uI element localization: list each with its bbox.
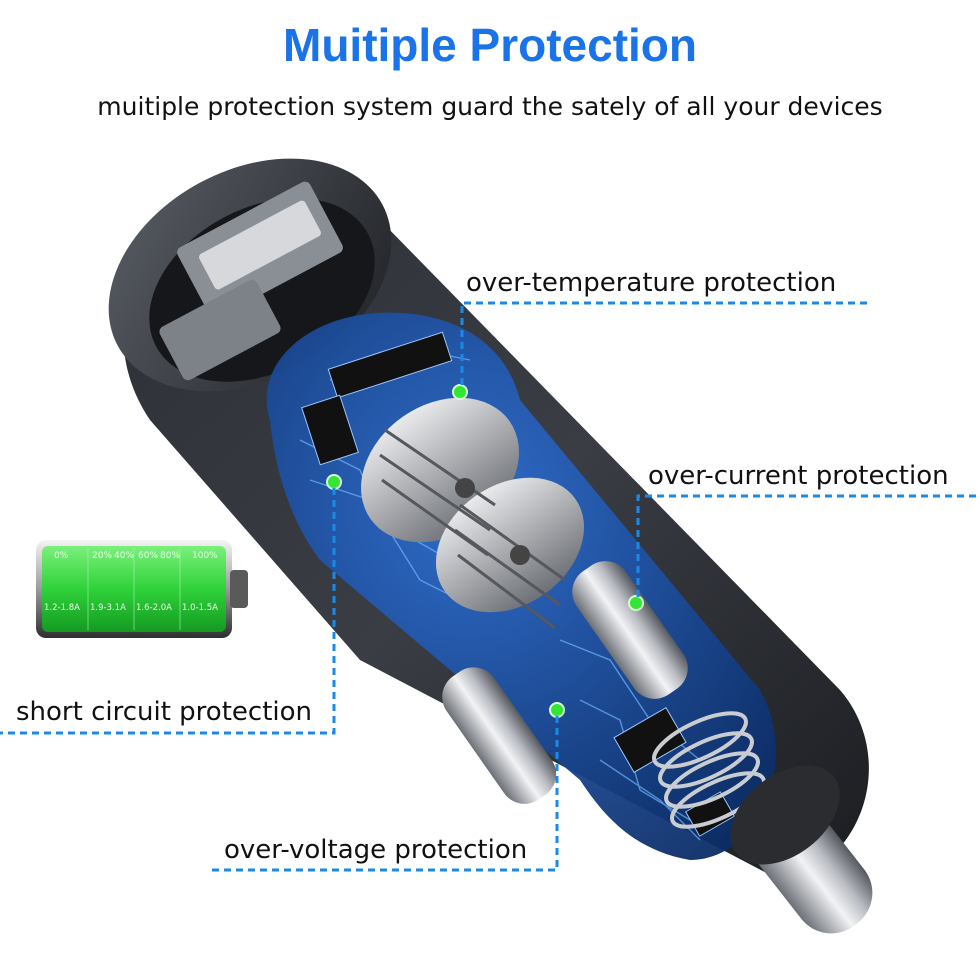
leader-line-over-voltage	[208, 716, 559, 872]
battery-percent-label: 40%	[114, 551, 134, 561]
leader-line-over-current	[636, 494, 978, 597]
battery-percent-label: 0%	[54, 551, 69, 561]
leader-line-over-temperature	[460, 301, 870, 385]
inductor-coils	[361, 397, 585, 630]
battery-graphic: 0% 20%40% 60%80% 100% 1.2-1.8A 1.9-3.1A 1.6-2…	[36, 540, 248, 638]
indicator-dot	[452, 384, 468, 400]
contact-spring	[652, 711, 766, 829]
circuit-board	[266, 312, 776, 861]
indicator-dot	[549, 702, 565, 718]
battery-current-label: 1.0-1.5A	[182, 603, 218, 613]
battery-percent-label: 20%	[92, 551, 112, 561]
battery-current-label: 1.2-1.8A	[44, 603, 80, 613]
leader-line-short-circuit	[0, 488, 336, 735]
page-title: Muitiple Protection	[283, 19, 697, 71]
over-current-label: over-current protection	[648, 461, 949, 491]
battery-current-label: 1.6-2.0A	[136, 603, 172, 613]
over-voltage-label: over-voltage protection	[224, 835, 528, 865]
tip-contact	[730, 765, 873, 934]
over-temperature-label: over-temperature protection	[466, 268, 837, 298]
indicator-dot	[326, 474, 342, 490]
battery-percent-label: 100%	[192, 551, 218, 561]
indicator-dot	[628, 595, 644, 611]
side-contacts	[442, 561, 688, 804]
battery-percent-label: 80%	[160, 551, 180, 561]
short-circuit-label: short circuit protection	[16, 697, 312, 727]
battery-current-label: 1.9-3.1A	[90, 603, 126, 613]
battery-percent-label: 60%	[138, 551, 158, 561]
page-subtitle: muitiple protection system guard the sat…	[97, 92, 883, 121]
